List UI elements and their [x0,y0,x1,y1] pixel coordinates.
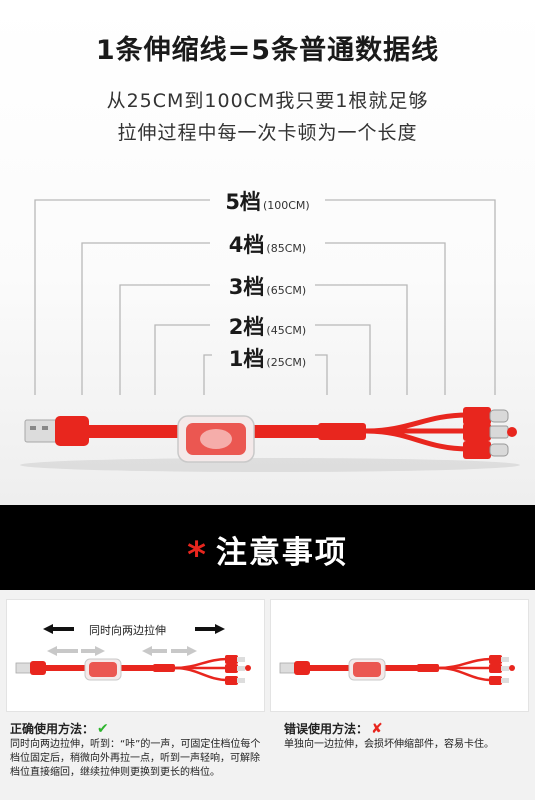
splitter [318,423,366,440]
gear-label-3: 3档(65CM) [228,275,307,299]
apple-icon [507,427,517,437]
pull-both-sides-label: 同时向两边拉伸 [89,624,166,637]
notice-title: *注意事项 [187,535,348,576]
notice-band: *注意事项 [0,505,535,590]
gear-label-1: 1档(25CM) [228,347,307,371]
bracket-gear-2 [154,324,371,395]
usb-plug [24,419,58,443]
subtitle-line-2: 拉伸过程中每一次卡顿为一个长度 [117,122,418,144]
wrong-usage-caption: 错误使用方法：✘ 单独向一边拉伸，会损坏伸缩部件，容易卡住。 [284,722,534,752]
bracket-gear-5 [34,199,496,395]
arrows-outward-light-icon [47,646,197,656]
headline: 1条伸缩线=5条普通数据线 [95,35,440,66]
top-section: 1条伸缩线=5条普通数据线 从25CM到100CM我只要1根就足够 拉伸过程中每… [0,0,535,505]
bracket-gear-1 [203,354,328,395]
wrong-usage-text: 单独向一边拉伸，会损坏伸缩部件，容易卡住。 [284,739,494,750]
cross-icon: ✘ [371,721,383,737]
correct-usage-illustration [15,624,251,685]
correct-usage-caption: 正确使用方法：✔ 同时向两边拉伸，听到：“咔”的一声，可固定住档位每个档位固定后… [10,722,268,780]
correct-usage-panel: 同时向两边拉伸 [6,599,265,712]
check-icon: ✔ [97,721,109,737]
usage-section: 同时向两边拉伸 正确使用方法：✔ 同时向两边拉伸，听到：“咔”的一声，可固定住档… [0,590,535,800]
correct-usage-title: 正确使用方法：✔ [10,721,109,737]
wrong-usage-title: 错误使用方法：✘ [284,721,383,737]
length-brackets [34,199,496,395]
gear-label-5: 5档(100CM) [225,190,310,214]
wrong-usage-panel [270,599,529,712]
bracket-gear-4 [81,242,446,395]
gear-label-4: 4档(85CM) [228,233,307,257]
wrong-usage-illustration [279,655,515,685]
subtitle-line-1: 从25CM到100CM我只要1根就足够 [106,90,429,112]
gear-label-2: 2档(45CM) [228,315,307,339]
arrows-outward-icon [43,624,225,634]
bracket-gear-3 [119,284,408,395]
cable-illustration [20,407,520,472]
correct-usage-text: 同时向两边拉伸，听到：“咔”的一声，可固定住档位每个档位固定后，稍微向外再拉一点… [10,739,261,778]
asterisk-icon: * [187,535,208,576]
